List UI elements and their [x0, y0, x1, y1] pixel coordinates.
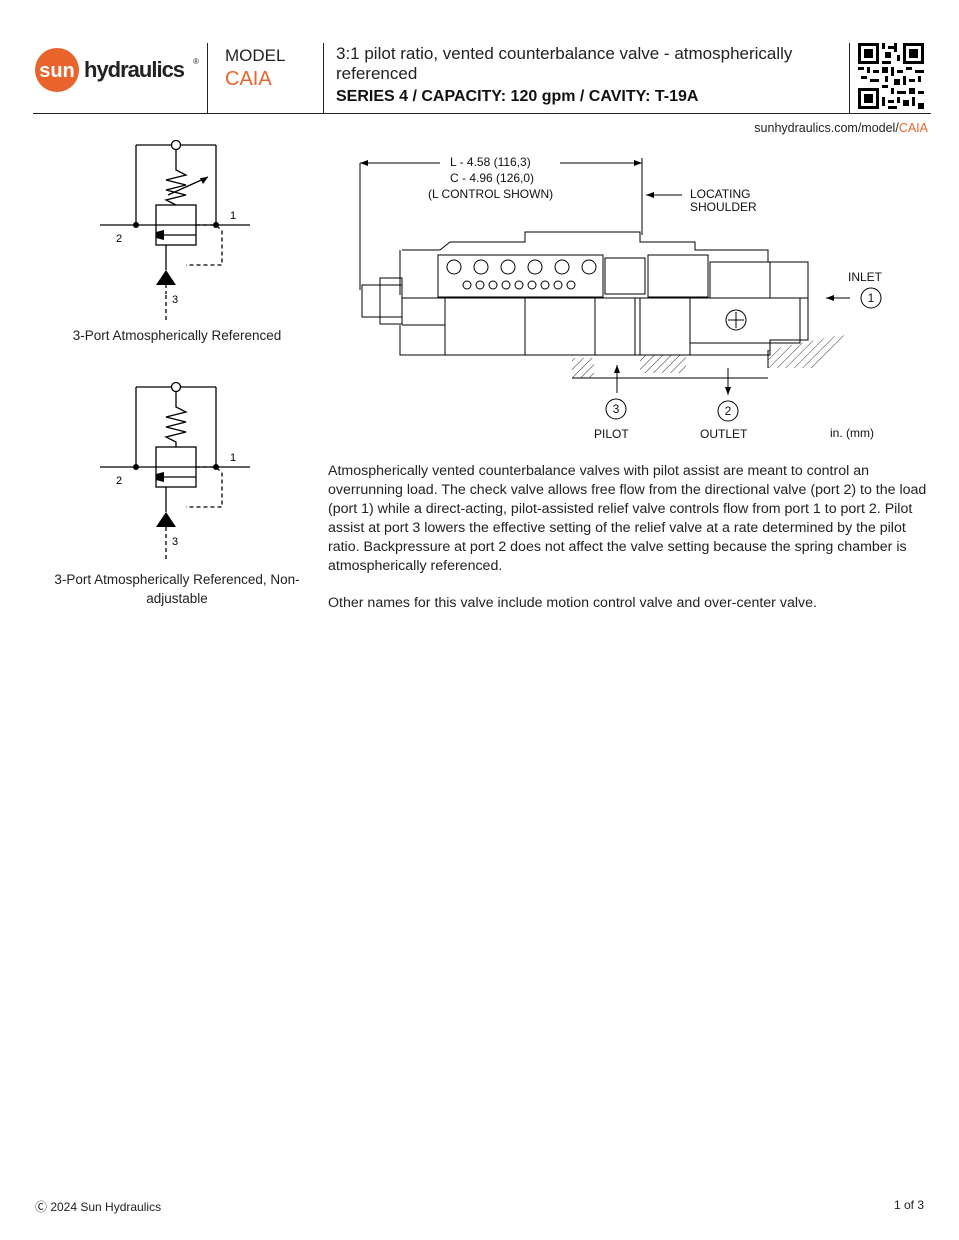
logo-hydraulics-text: hydraulics	[84, 57, 185, 82]
url-model: CAIA	[898, 121, 928, 135]
dim-l-label: L - 4.58 (116,3)	[450, 155, 531, 169]
header-divider-2	[323, 43, 324, 113]
symbol1-caption: 3-Port Atmospherically Referenced	[72, 328, 282, 343]
symbol2-port-1: 1	[230, 452, 236, 464]
page-subtitle: SERIES 4 / CAPACITY: 120 gpm / CAVITY: T…	[336, 88, 699, 105]
logo-sun-circle	[35, 48, 79, 92]
symbol2-caption: 3-Port Atmospherically Referenced, Non-a…	[54, 572, 300, 606]
inlet-port-number: 1	[868, 291, 875, 305]
outlet-label: OUTLET	[700, 427, 748, 441]
symbol2-port-2: 2	[116, 475, 122, 487]
logo-registered-mark: ®	[193, 57, 199, 66]
url-base: sunhydraulics.com/model/	[754, 121, 899, 135]
symbol-non-adjustable: 2 1 3	[90, 377, 265, 562]
description-paragraph-2: Other names for this valve include motio…	[328, 595, 817, 611]
inlet-label: INLET	[848, 270, 883, 284]
description-paragraph-1: Atmospherically vented counterbalance va…	[328, 463, 927, 574]
model-label: MODEL	[225, 46, 286, 65]
model-code: CAIA	[225, 68, 272, 90]
locating-label-2: SHOULDER	[690, 200, 757, 214]
description: Atmospherically vented counterbalance va…	[328, 462, 928, 631]
symbol2-port-3: 3	[172, 536, 178, 548]
model-url-link[interactable]: sunhydraulics.com/model/CAIA	[754, 121, 928, 135]
logo-sun-text: sun	[39, 60, 75, 82]
dim-c-label: C - 4.96 (126,0)	[450, 171, 534, 185]
symbol-adjustable: 2 1 3	[90, 135, 265, 320]
pilot-label: PILOT	[594, 427, 629, 441]
header-divider-3	[849, 43, 850, 113]
qr-code-icon[interactable]	[858, 43, 924, 109]
footer-copyright: Ⓒ 2024 Sun Hydraulics	[35, 1200, 162, 1214]
symbol1-port-3: 3	[172, 294, 178, 306]
units-label: in. (mm)	[830, 426, 874, 440]
symbol1-port-2: 2	[116, 233, 122, 245]
header-divider-1	[207, 43, 208, 113]
pilot-port-number: 3	[613, 402, 620, 416]
valve-cross-section-drawing: L - 4.58 (116,3) C - 4.96 (126,0) (L CON…	[350, 150, 940, 450]
sun-hydraulics-logo: sun hydraulics ®	[34, 46, 204, 94]
dim-note-label: (L CONTROL SHOWN)	[428, 187, 553, 201]
page-title: 3:1 pilot ratio, vented counterbalance v…	[336, 44, 793, 83]
footer-page-number: 1 of 3	[893, 1198, 924, 1212]
header-rule	[33, 113, 931, 114]
symbol1-port-1: 1	[230, 210, 236, 222]
locating-label-1: LOCATING	[690, 187, 750, 201]
outlet-port-number: 2	[725, 404, 732, 418]
